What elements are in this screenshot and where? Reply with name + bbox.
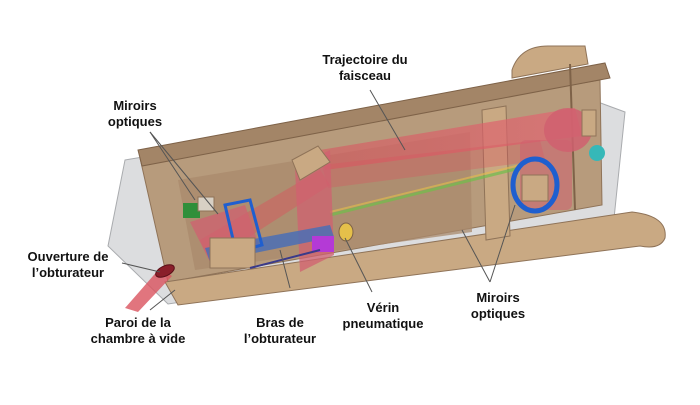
label-beam-path: Trajectoire du faisceau [322, 52, 408, 83]
housing-end-cap [511, 45, 589, 79]
beam-path-upper [320, 108, 582, 170]
green-bracket [183, 203, 200, 218]
bracket-plate [197, 196, 215, 212]
right-mirror-mount [521, 174, 549, 202]
central-mirror-mount [291, 145, 331, 181]
label-chamber-wall: Paroi de la chambre à vide [90, 315, 186, 346]
label-pneumatic-cylinder: Vérin pneumatique [342, 300, 424, 331]
beam-path-lower [322, 140, 545, 188]
shutter-opening-disk [155, 264, 175, 278]
housing-top-edge [137, 62, 611, 167]
blue-mirror-ring [510, 156, 560, 214]
right-upper-mount [581, 109, 597, 137]
exit-beam [125, 268, 172, 312]
actuator-ring [338, 222, 354, 242]
label-mirrors-right: Miroirs optiques [470, 290, 526, 321]
pneumatic-actuator [312, 236, 334, 252]
label-shutter-opening: Ouverture de l’obturateur [27, 249, 109, 280]
beam-yellow [329, 164, 521, 213]
beam-green [329, 166, 521, 217]
label-mirrors-top: Miroirs optiques [107, 98, 163, 129]
cyan-mirror [589, 145, 605, 161]
label-shutter-arm: Bras de l’obturateur [243, 315, 317, 346]
shutter-arm-blue-outline [223, 198, 264, 254]
leader-lines [121, 89, 516, 311]
housing-bottom-rail [164, 211, 666, 306]
left-mount [209, 237, 256, 269]
actuator-rod [249, 249, 321, 269]
